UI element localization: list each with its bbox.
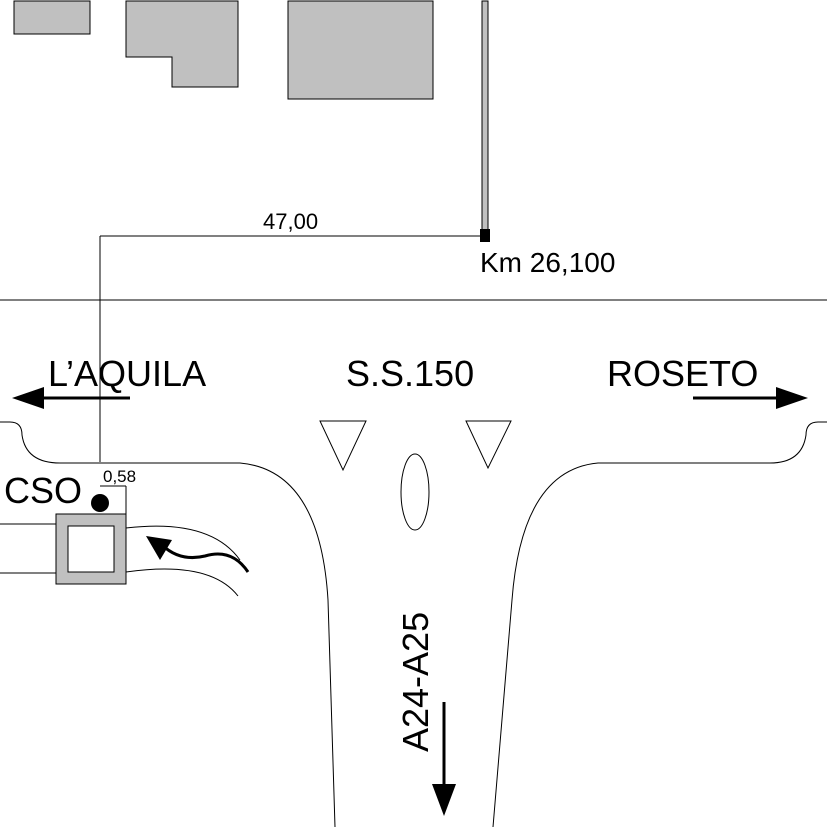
measure-offset-label: 0,58 <box>103 467 136 486</box>
station-box-inner <box>67 525 115 573</box>
km-pole <box>481 0 489 234</box>
building-1 <box>13 0 91 35</box>
building-3 <box>287 0 434 100</box>
station-code-label: CSO <box>4 470 82 511</box>
measure-distance-label: 47,00 <box>263 209 318 234</box>
direction-left-label: L’AQUILA <box>48 353 206 394</box>
road-edges <box>0 421 827 827</box>
arrow-left-icon <box>12 387 130 409</box>
channel-lines <box>0 523 241 597</box>
arrow-down-icon <box>432 702 456 816</box>
motorway-label: A24-A25 <box>395 612 436 752</box>
arrow-right-icon <box>693 387 808 409</box>
road-name-label: S.S.150 <box>346 353 474 394</box>
yield-triangle-left <box>319 420 367 472</box>
km-marker-square <box>480 229 490 242</box>
dimension-line <box>99 235 482 462</box>
km-marker-label: Km 26,100 <box>480 247 615 278</box>
building-2 <box>125 0 239 88</box>
flow-arrow-icon <box>146 536 250 573</box>
station-point <box>91 494 109 512</box>
direction-right-label: ROSETO <box>607 353 758 394</box>
yield-triangle-right <box>465 420 512 470</box>
traffic-island <box>400 453 430 531</box>
offset-dimension <box>100 485 127 514</box>
buildings <box>13 0 489 234</box>
